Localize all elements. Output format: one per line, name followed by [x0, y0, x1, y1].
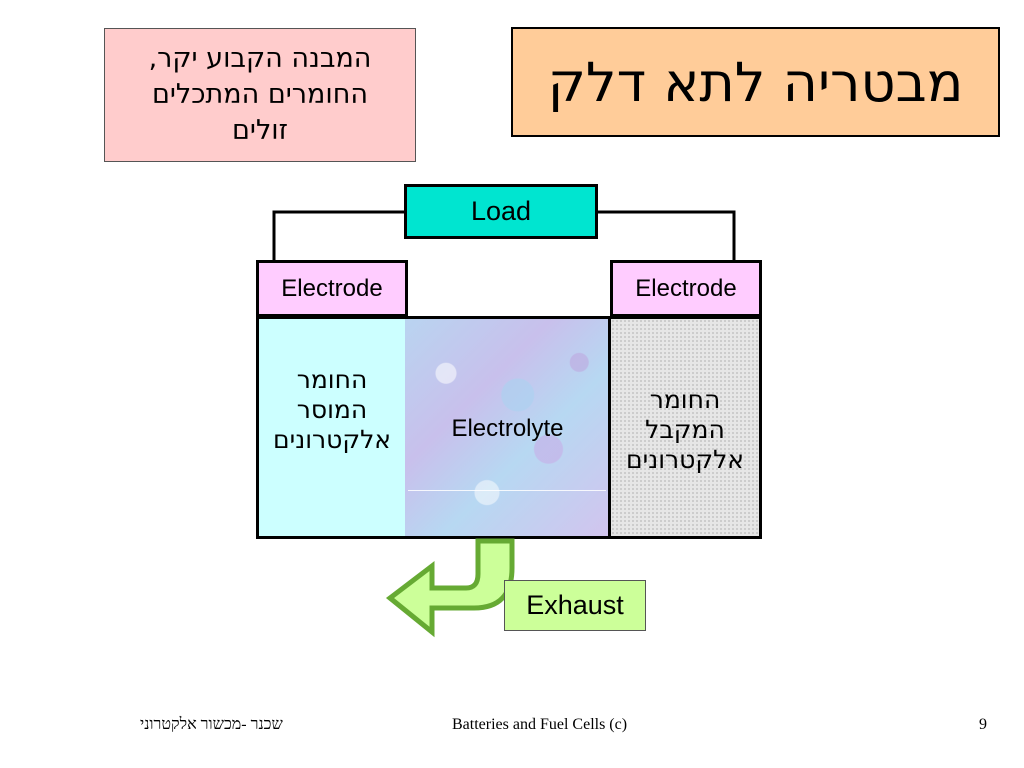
anode-cell: החומר המוסר אלקטרונים: [256, 316, 408, 539]
cathode-cell: החומר המקבל אלקטרונים: [608, 316, 762, 539]
electrolyte-cell: Electrolyte: [405, 316, 610, 539]
exhaust-arrow-shape: [385, 538, 515, 638]
electrode-left: Electrode: [256, 260, 408, 317]
electrolyte-divider: [408, 490, 606, 491]
slide-title: מבטריה לתא דלק: [511, 27, 1000, 137]
electrode-right: Electrode: [610, 260, 762, 317]
page-number: 9: [979, 716, 987, 733]
exhaust-label: Exhaust: [504, 580, 646, 631]
wire-right: [598, 210, 736, 262]
footer-author: שכנר -מכשור אלקטרוני: [140, 716, 283, 733]
footer-title: Batteries and Fuel Cells (c): [452, 716, 628, 733]
cost-note: המבנה הקבוע יקר, החומרים המתכלים זולים: [104, 28, 416, 162]
wire-left: [272, 210, 404, 262]
load-box: Load: [404, 184, 598, 239]
